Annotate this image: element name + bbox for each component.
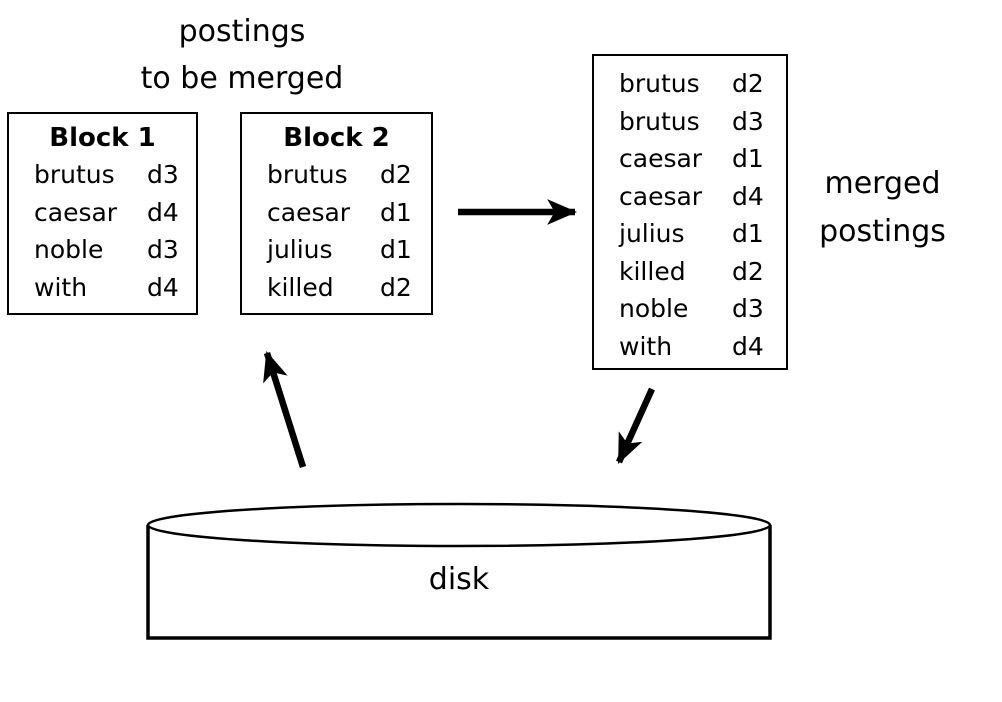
doc-id-cell: d4 bbox=[732, 331, 764, 361]
posting-row: brutus d3 bbox=[594, 103, 786, 141]
term-cell: brutus bbox=[619, 106, 700, 136]
term-cell: killed bbox=[619, 256, 686, 286]
term-cell: caesar bbox=[267, 197, 351, 227]
term-cell: brutus bbox=[267, 160, 348, 190]
posting-row: brutus d3 bbox=[9, 156, 196, 194]
posting-row: caesar d1 bbox=[594, 140, 786, 178]
doc-id-cell: d3 bbox=[147, 160, 179, 190]
write-to-disk-arrow-icon bbox=[616, 387, 655, 464]
term-cell: brutus bbox=[34, 160, 115, 190]
postings-to-be-merged-label: postings to be merged bbox=[92, 8, 392, 102]
posting-row: julius d1 bbox=[594, 215, 786, 253]
term-cell: caesar bbox=[619, 144, 703, 174]
block-1-title: Block 1 bbox=[49, 123, 156, 153]
posting-row: killed d2 bbox=[594, 253, 786, 291]
posting-row: caesar d4 bbox=[594, 178, 786, 216]
merged-postings-label: merged postings bbox=[790, 160, 975, 256]
term-cell: noble bbox=[619, 294, 689, 324]
term-cell: julius bbox=[267, 235, 333, 265]
term-cell: brutus bbox=[619, 69, 700, 99]
posting-row: julius d1 bbox=[242, 231, 431, 269]
doc-id-cell: d3 bbox=[732, 106, 764, 136]
block-1-box: Block 1 brutus d3 caesar d4 noble d3 with d4 bbox=[7, 112, 198, 315]
caption-line: postings bbox=[178, 14, 306, 49]
term-cell: caesar bbox=[619, 181, 703, 211]
doc-id-cell: d4 bbox=[147, 272, 179, 302]
doc-id-cell: d1 bbox=[380, 235, 412, 265]
doc-id-cell: d2 bbox=[732, 69, 764, 99]
merged-postings-box: brutus d2 brutus d3 caesar d1 caesar d4 julius d1… bbox=[592, 54, 788, 370]
doc-id-cell: d1 bbox=[380, 197, 412, 227]
posting-row: noble d3 bbox=[594, 290, 786, 328]
term-cell: caesar bbox=[34, 197, 118, 227]
posting-row: killed d2 bbox=[242, 269, 431, 307]
block-2-postings-list: brutus d2 caesar d1 julius d1 killed d2 bbox=[242, 154, 431, 306]
disk-label: disk bbox=[428, 562, 490, 597]
doc-id-cell: d1 bbox=[732, 219, 764, 249]
block-2-box: Block 2 brutus d2 caesar d1 julius d1 killed d2 bbox=[240, 112, 433, 315]
doc-id-cell: d1 bbox=[732, 144, 764, 174]
doc-id-cell: d2 bbox=[380, 272, 412, 302]
term-cell: with bbox=[619, 331, 673, 361]
posting-row: brutus d2 bbox=[242, 156, 431, 194]
caption-line: merged bbox=[824, 166, 941, 201]
doc-id-cell: d3 bbox=[732, 294, 764, 324]
block-1-postings-list: brutus d3 caesar d4 noble d3 with d4 bbox=[9, 154, 196, 306]
term-cell: julius bbox=[619, 219, 685, 249]
doc-id-cell: d2 bbox=[732, 256, 764, 286]
posting-row: with d4 bbox=[594, 328, 786, 366]
doc-id-cell: d2 bbox=[380, 160, 412, 190]
caption-line: to be merged bbox=[140, 61, 344, 96]
posting-row: caesar d1 bbox=[242, 194, 431, 232]
posting-row: noble d3 bbox=[9, 231, 196, 269]
posting-row: caesar d4 bbox=[9, 194, 196, 232]
merged-postings-list: brutus d2 brutus d3 caesar d1 caesar d4 julius d1… bbox=[594, 56, 786, 365]
caption-line: postings bbox=[819, 214, 946, 249]
term-cell: noble bbox=[34, 235, 104, 265]
term-cell: killed bbox=[267, 272, 334, 302]
posting-row: with d4 bbox=[9, 269, 196, 307]
doc-id-cell: d4 bbox=[147, 197, 179, 227]
block-2-title: Block 2 bbox=[283, 123, 390, 153]
doc-id-cell: d3 bbox=[147, 235, 179, 265]
term-cell: with bbox=[34, 272, 88, 302]
posting-row: brutus d2 bbox=[594, 65, 786, 103]
doc-id-cell: d4 bbox=[732, 181, 764, 211]
read-from-disk-arrow-icon bbox=[263, 350, 307, 468]
